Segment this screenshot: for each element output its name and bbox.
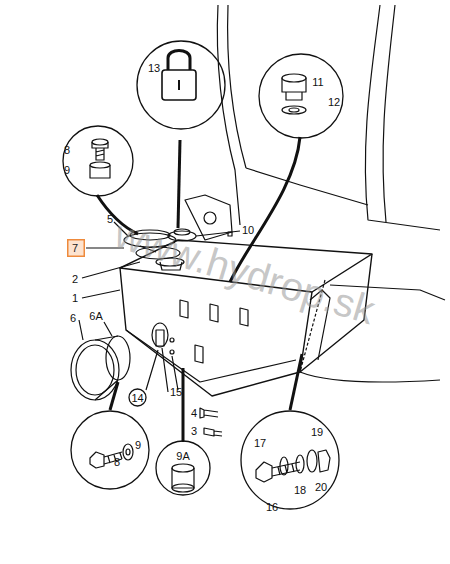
callout-number: 13	[148, 63, 160, 74]
callout-number: 18	[294, 485, 306, 496]
callout-number: 9	[64, 165, 70, 176]
node-outline	[155, 440, 211, 496]
callout-number: 5	[107, 214, 113, 225]
callout-number: 12	[328, 97, 340, 108]
callout-number: 9A	[176, 451, 189, 462]
callout-number: 2	[72, 274, 78, 285]
callout-number: 8	[64, 145, 70, 156]
detail-circle: 17 19 18 20 16	[240, 410, 340, 510]
callout-number: 11	[312, 77, 323, 88]
detail-circle: 14	[128, 388, 147, 407]
callout-number: 8	[114, 457, 120, 468]
node-outline	[240, 410, 340, 510]
callout-number: 15	[170, 387, 182, 398]
callout-number: 9	[135, 440, 141, 451]
node-outline	[62, 125, 134, 197]
callout-number: 6A	[89, 311, 102, 322]
detail-circle: 89	[70, 410, 150, 490]
callout-number: 10	[242, 225, 254, 236]
detail-circle: 9A	[155, 440, 211, 496]
callout-number: 4	[191, 408, 197, 419]
detail-circle: 13	[136, 40, 226, 130]
detail-circle: 11 12	[258, 53, 344, 139]
callout-number: 6	[70, 313, 76, 324]
callout-number: 17	[254, 438, 266, 449]
callout-number: 20	[315, 482, 327, 493]
node-outline	[136, 40, 226, 130]
detail-circle: 89	[62, 125, 134, 197]
callout-number: 16	[266, 502, 278, 513]
highlight-box: 7	[67, 239, 85, 257]
callout-number: 3	[191, 426, 197, 437]
callout-number: 19	[311, 427, 323, 438]
callout-number: 14	[131, 392, 143, 403]
callout-number: 1	[72, 293, 78, 304]
callout-number: 7	[72, 243, 78, 254]
